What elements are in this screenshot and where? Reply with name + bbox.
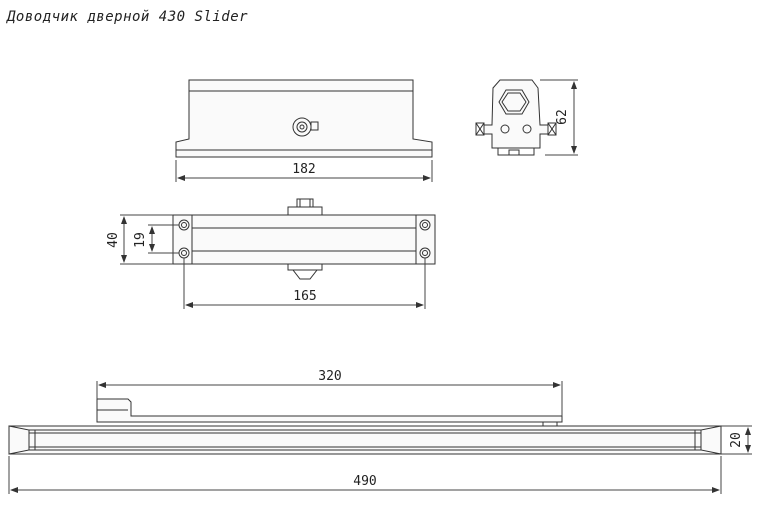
dimension-body-height: 40 [106, 214, 173, 265]
drawing-title: Доводчик дверной 430 Slider [7, 9, 249, 25]
dim-label-165: 165 [293, 289, 316, 304]
plan-view [172, 198, 436, 280]
dim-label-182: 182 [292, 162, 315, 177]
dimension-slot-height: 19 [133, 224, 179, 254]
dimension-mount-width: 165 [183, 258, 426, 309]
dim-label-40: 40 [106, 232, 121, 248]
dim-label-20: 20 [729, 432, 744, 448]
slider-arm [96, 398, 563, 427]
front-view [175, 79, 433, 158]
dimension-top-width: 182 [175, 160, 433, 182]
dimension-rail-length: 490 [8, 456, 722, 494]
dim-label-490: 490 [353, 474, 376, 489]
dim-label-62: 62 [555, 109, 570, 125]
dimension-side-height: 62 [540, 79, 578, 156]
dimension-slider-length: 320 [96, 369, 563, 416]
guide-rail [8, 425, 722, 455]
dim-label-320: 320 [318, 369, 341, 384]
dimension-rail-height: 20 [721, 425, 752, 455]
side-view [475, 79, 557, 156]
dim-label-19: 19 [133, 232, 148, 248]
